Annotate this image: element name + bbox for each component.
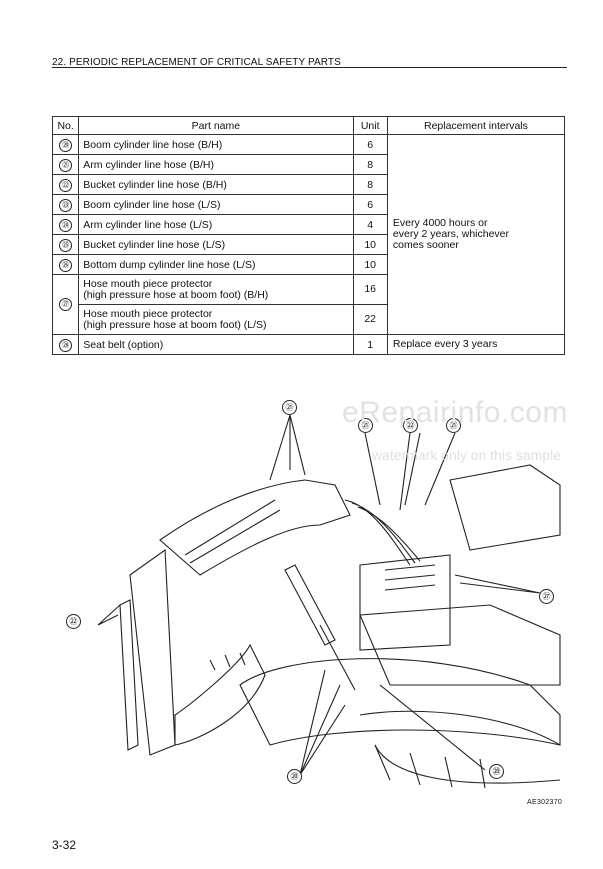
arm-cylinder <box>119 599 139 751</box>
part-name: Bottom dump cylinder line hose (L/S) <box>78 254 354 275</box>
cab-top <box>449 464 561 551</box>
excavator-illustration <box>97 414 561 789</box>
part-name: Bucket cylinder line hose (B/H) <box>78 174 354 195</box>
boom <box>159 479 351 576</box>
control-box <box>359 554 451 651</box>
track-lower <box>374 744 561 784</box>
row-number: ㉕ <box>59 238 73 252</box>
leader-lines-20b <box>379 684 486 771</box>
row-number: ㉒ <box>59 178 73 192</box>
part-name: Boom cylinder line hose (B/H) <box>78 134 354 155</box>
table-header-row: No. Part name Unit Replacement intervals <box>51 116 566 135</box>
callout-circle: ㉒ <box>66 614 81 629</box>
callout-label: ㉒ <box>403 418 418 433</box>
hose-fittings <box>384 564 436 591</box>
track-line <box>359 710 561 746</box>
col-header-part-name: Part name <box>78 116 354 135</box>
callout-label: ㉗ <box>539 589 554 604</box>
table-row: ㉒ Bucket cylinder line hose (B/H) 8 <box>51 174 565 195</box>
callout-label: ㉑ <box>282 400 297 415</box>
callout-label: ㉑ <box>358 418 373 433</box>
callout-circle: ㉑ <box>446 418 461 433</box>
part-name-line: (high pressure hose at boom foot) (B/H) <box>83 288 269 301</box>
figure-code: AE302370 <box>527 799 563 806</box>
leader-lines-27 <box>454 574 541 594</box>
interval-line: Every 4000 hours or <box>392 217 488 229</box>
unit-count: 22 <box>352 304 388 335</box>
part-name: Hose mouth piece protector (high pressur… <box>78 304 354 335</box>
row-number: ㉓ <box>59 198 73 212</box>
watermark-note: watermark only on this sample <box>372 447 562 463</box>
col-header-unit: Unit <box>352 116 388 135</box>
part-name: Seat belt (option) <box>78 334 354 355</box>
watermark-site: eRepairinfo.com <box>342 396 568 429</box>
part-name: Boom cylinder line hose (L/S) <box>78 194 354 215</box>
unit-count: 16 <box>352 274 388 305</box>
cylinder-rod <box>319 624 356 691</box>
unit-count: 8 <box>352 154 388 175</box>
interval-main: Every 4000 hours or every 2 years, which… <box>386 134 566 335</box>
section-title: 22. PERIODIC REPLACEMENT OF CRITICAL SAF… <box>52 57 341 68</box>
page-number: 3-32 <box>52 838 77 852</box>
row-number: ㉑ <box>59 158 73 172</box>
callout-label: ⑳ <box>287 769 302 784</box>
part-name: Hose mouth piece protector (high pressur… <box>78 274 354 305</box>
leader-lines-22 <box>97 604 121 626</box>
part-name-line: Hose mouth piece protector <box>83 277 213 290</box>
interval-seat-belt: Replace every 3 years <box>386 334 566 355</box>
table-row: ㉘ Seat belt (option) 1 Replace every 3 y… <box>51 334 566 355</box>
callout-circle: ㉒ <box>403 418 418 433</box>
unit-count: 10 <box>352 234 388 255</box>
table-row: ㉔ Arm cylinder line hose (L/S) 4 <box>51 214 565 235</box>
part-name-line: Hose mouth piece protector <box>83 307 213 320</box>
bucket <box>174 643 266 746</box>
parts-table: No. Part name Unit Replacement intervals… <box>51 116 566 355</box>
row-number: ㉗ <box>59 298 73 311</box>
callout-circle: ⑳ <box>287 769 302 784</box>
leader-lines-top <box>364 432 456 511</box>
hose-bundle <box>344 499 421 566</box>
upper-structure <box>359 604 561 686</box>
callout-circle: ㉗ <box>539 589 554 604</box>
header-divider <box>52 67 567 68</box>
row-number: ⑳ <box>59 138 73 152</box>
col-header-no: No. <box>51 116 80 135</box>
col-header-intervals: Replacement intervals <box>386 116 566 135</box>
interval-line: comes sooner <box>392 239 459 251</box>
row-number: ㉔ <box>59 218 73 232</box>
track-shoes <box>374 744 486 789</box>
unit-count: 10 <box>352 254 388 275</box>
unit-count: 6 <box>352 134 388 155</box>
callout-circle: ㉑ <box>358 418 373 433</box>
callout-label: ㉑ <box>446 418 461 433</box>
track-body <box>239 658 561 746</box>
callout-circle: ⑳ <box>489 764 504 779</box>
table-row: ⑳ Boom cylinder line hose (B/H) 6 Every … <box>51 134 566 335</box>
table-row: ㉕ Bucket cylinder line hose (L/S) 10 <box>51 234 565 255</box>
unit-count: 6 <box>352 194 388 215</box>
unit-count: 8 <box>352 174 388 195</box>
boom-hoses <box>184 499 281 564</box>
bucket-teeth <box>209 652 246 671</box>
part-name: Arm cylinder line hose (B/H) <box>78 154 354 175</box>
boom-cylinder <box>284 564 336 646</box>
unit-count: 1 <box>352 334 388 355</box>
leader-lines-21 <box>269 414 306 481</box>
callout-label: ㉒ <box>66 614 81 629</box>
row-number: ㉘ <box>59 338 73 352</box>
part-name: Bucket cylinder line hose (L/S) <box>78 234 354 255</box>
part-name: Arm cylinder line hose (L/S) <box>78 214 354 235</box>
callout-circle: ㉑ <box>282 400 297 415</box>
unit-count: 4 <box>352 214 388 235</box>
row-number: ㉖ <box>59 258 73 272</box>
part-name-line: (high pressure hose at boom foot) (L/S) <box>83 318 267 331</box>
interval-line: every 2 years, whichever <box>392 228 510 240</box>
callout-label: ⑳ <box>489 764 504 779</box>
leader-lines-20a <box>299 669 346 776</box>
table-row: ㉓ Boom cylinder line hose (L/S) 6 <box>51 194 565 215</box>
